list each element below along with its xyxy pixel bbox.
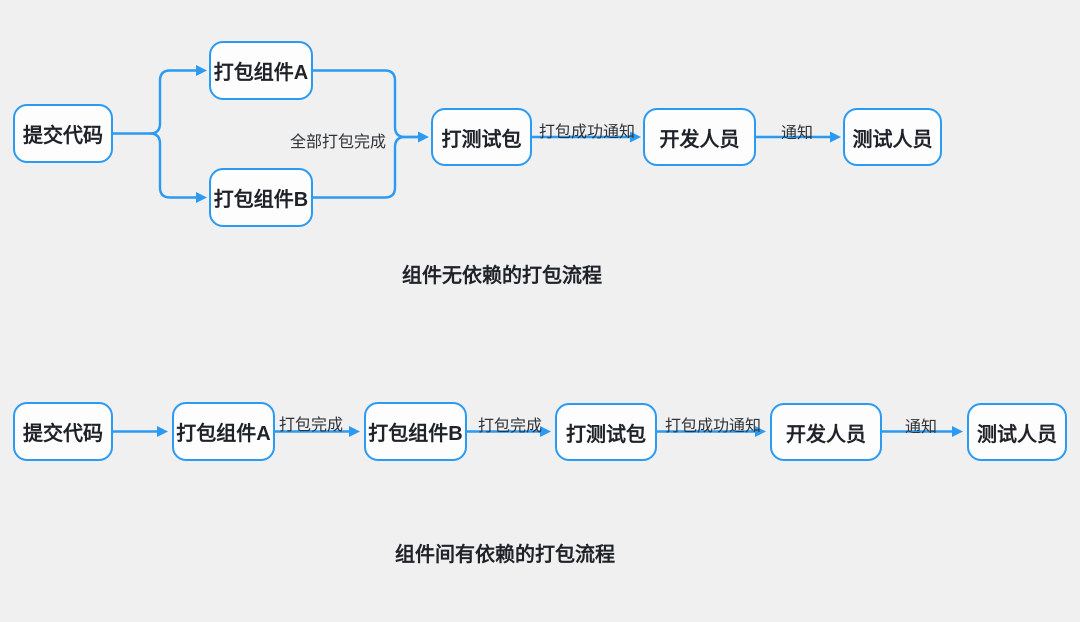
caption-flow-dependent: 组件间有依赖的打包流程 [395, 544, 615, 566]
edge-label-package-done-b: 打包完成 [477, 418, 543, 435]
node-package-component-a: 打包组件A [172, 402, 275, 461]
edge-label-package-success-notify: 打包成功通知 [664, 418, 762, 435]
node-build-test-package: 打测试包 [431, 108, 532, 166]
caption-flow-independent: 组件无依赖的打包流程 [402, 265, 602, 287]
edge-arrowhead [196, 65, 207, 76]
edge-arrowhead [418, 131, 429, 143]
node-build-test-package: 打测试包 [555, 403, 657, 461]
edge-arrowhead [830, 131, 841, 143]
connector-submit-to-package-b [148, 132, 198, 199]
node-submit-code: 提交代码 [13, 402, 113, 461]
node-package-component-b: 打包组件B [209, 168, 313, 227]
node-tester: 测试人员 [967, 403, 1067, 461]
edge-arrowhead [157, 426, 168, 437]
node-submit-code: 提交代码 [13, 104, 113, 163]
edge-label-package-success-notify: 打包成功通知 [538, 124, 636, 141]
node-developer: 开发人员 [643, 108, 756, 166]
node-package-component-a: 打包组件A [209, 41, 313, 100]
edge-label-notify: 通知 [780, 125, 814, 142]
edge-label-notify: 通知 [904, 419, 938, 436]
edge-arrowhead [349, 426, 360, 437]
edge-label-package-done-a: 打包完成 [278, 417, 344, 434]
node-tester: 测试人员 [843, 108, 942, 166]
edge-arrowhead [952, 426, 963, 437]
node-developer: 开发人员 [770, 403, 882, 461]
edge-label-all-packaging-done: 全部打包完成 [289, 134, 387, 151]
edge-arrowhead [196, 192, 207, 203]
connector-submit-to-package-a [111, 69, 198, 135]
node-package-component-b: 打包组件B [364, 402, 467, 461]
